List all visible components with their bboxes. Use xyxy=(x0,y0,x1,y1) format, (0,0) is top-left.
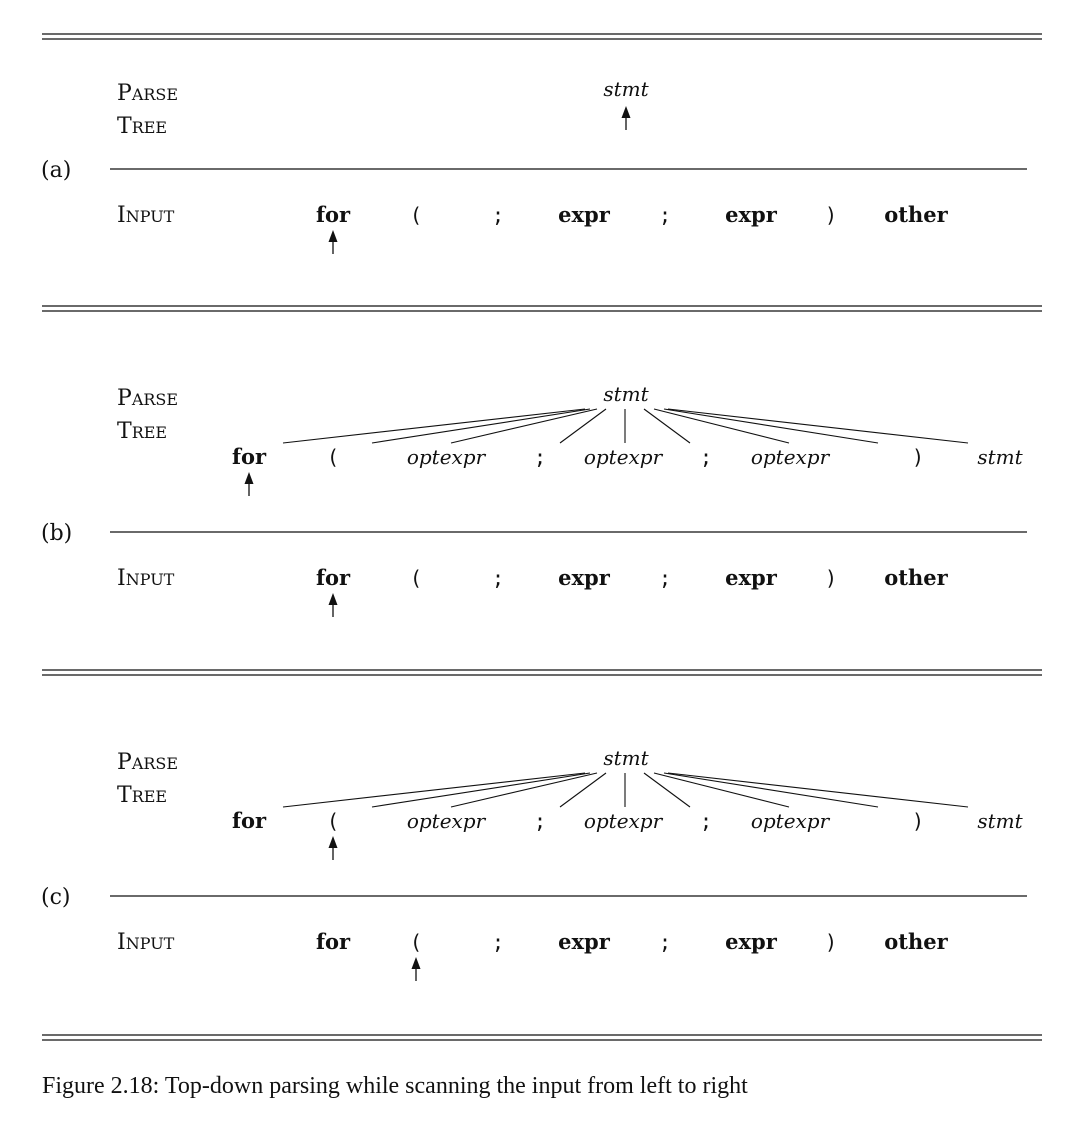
input-token: ; xyxy=(492,566,504,590)
panel-c: PARSE TREE stmt for ( optexpr; optexpr; optexpr… xyxy=(41,746,1027,981)
input-token: ) xyxy=(825,930,837,954)
panel-label: (c) xyxy=(41,885,71,910)
input-token: expr xyxy=(558,202,611,227)
parse-tree-label-line1: PARSE xyxy=(117,386,178,411)
tree-child-node: optexpr xyxy=(584,445,664,469)
tree-child-node: ( xyxy=(327,445,339,469)
parse-tree-label-line2: TREE xyxy=(117,114,167,139)
tree-edge xyxy=(643,408,691,444)
tree-edge xyxy=(667,772,969,808)
input-token: ) xyxy=(825,566,837,590)
tree-child-node: ) xyxy=(912,445,924,469)
tree-edge xyxy=(371,408,591,444)
tree-child-node: optexpr xyxy=(751,445,831,469)
tree-edge xyxy=(643,772,691,808)
tree-edge xyxy=(559,772,607,808)
tree-edge xyxy=(559,408,607,444)
input-token: ; xyxy=(492,930,504,954)
input-pointer-arrow-icon xyxy=(328,230,338,242)
tree-edge xyxy=(282,772,586,808)
panel-label: (b) xyxy=(41,521,72,546)
tree-edge xyxy=(653,408,790,444)
tree-child-node: optexpr xyxy=(407,445,487,469)
tree-child-node: ( xyxy=(327,809,339,833)
tree-root-stmt: stmt xyxy=(603,77,649,101)
parse-tree-label-line2: TREE xyxy=(117,419,167,444)
tree-child-node: stmt xyxy=(977,445,1023,469)
input-token: ( xyxy=(410,930,422,954)
tree-child-node: ; xyxy=(700,809,712,833)
input-token: other xyxy=(884,202,948,227)
tree-edge xyxy=(282,408,586,444)
input-token: ( xyxy=(410,566,422,590)
input-token: for xyxy=(316,565,351,590)
input-token: ; xyxy=(659,566,671,590)
tree-edge xyxy=(450,408,598,444)
input-token: ; xyxy=(659,930,671,954)
input-token: other xyxy=(884,565,948,590)
input-token: for xyxy=(316,929,351,954)
input-pointer-arrow-icon xyxy=(411,957,421,969)
input-token: ) xyxy=(825,203,837,227)
tree-child-node: stmt xyxy=(977,809,1023,833)
input-label: INPUT xyxy=(117,566,175,591)
tree-child-node: optexpr xyxy=(751,809,831,833)
parse-tree-label-line2: TREE xyxy=(117,783,167,808)
input-token: ; xyxy=(492,203,504,227)
input-token: expr xyxy=(725,202,778,227)
tree-pointer-arrow-icon xyxy=(621,106,631,118)
input-token: expr xyxy=(725,565,778,590)
tree-child-node: for xyxy=(232,444,267,469)
tree-child-node: ; xyxy=(534,809,546,833)
parse-tree-label-line1: PARSE xyxy=(117,81,178,106)
input-token: for xyxy=(316,202,351,227)
tree-child-node: optexpr xyxy=(407,809,487,833)
input-pointer-arrow-icon xyxy=(328,593,338,605)
input-token: expr xyxy=(558,929,611,954)
panel-label: (a) xyxy=(41,158,71,183)
panel-separators xyxy=(42,33,1042,1041)
tree-edge xyxy=(663,772,879,808)
input-token: ( xyxy=(410,203,422,227)
parse-tree-label-line1: PARSE xyxy=(117,750,178,775)
tree-edge xyxy=(663,408,879,444)
tree-child-node: ; xyxy=(534,445,546,469)
tree-child-node: ; xyxy=(700,445,712,469)
input-token: ; xyxy=(659,203,671,227)
input-token: expr xyxy=(558,565,611,590)
figure-caption: Figure 2.18: Top-down parsing while scan… xyxy=(42,1073,748,1099)
input-token: other xyxy=(884,929,948,954)
panels: PARSE TREE stmt (a) INPUT for (; expr; expr) othe… xyxy=(41,77,1027,981)
input-label: INPUT xyxy=(117,203,175,228)
tree-root-stmt: stmt xyxy=(603,746,649,770)
panel-a: PARSE TREE stmt (a) INPUT for (; expr; expr) othe… xyxy=(41,77,1027,254)
tree-edge xyxy=(653,772,790,808)
tree-pointer-arrow-icon xyxy=(328,836,338,848)
tree-child-node: for xyxy=(232,808,267,833)
tree-child-node: optexpr xyxy=(584,809,664,833)
input-label: INPUT xyxy=(117,930,175,955)
tree-edge xyxy=(667,408,969,444)
tree-child-node: ) xyxy=(912,809,924,833)
tree-edge xyxy=(371,772,591,808)
tree-root-stmt: stmt xyxy=(603,382,649,406)
input-token: expr xyxy=(725,929,778,954)
tree-edge xyxy=(450,772,598,808)
panel-b: PARSE TREE stmt for ( optexpr; optexpr; optexpr… xyxy=(41,382,1027,617)
tree-pointer-arrow-icon xyxy=(244,472,254,484)
